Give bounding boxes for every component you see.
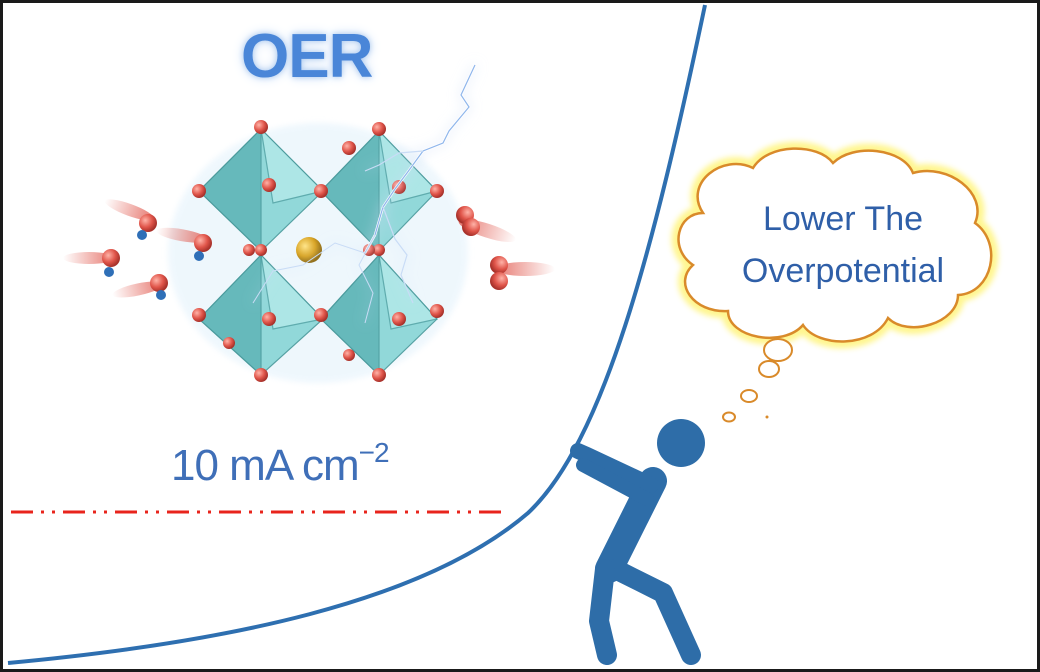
thought-line-2: Overpotential [741,252,945,290]
water-molecule-icon [63,199,212,300]
diagram-title: OER [241,22,373,91]
perovskite-structure-icon [168,120,468,383]
o2-molecule-icon [456,206,555,290]
current-density-exponent: −2 [358,437,390,468]
stick-figure-icon [570,419,705,665]
thought-line-1: Lower The [762,200,924,238]
diagram-canvas [7,4,999,665]
polarization-curve [7,4,707,665]
a-site-cation-icon [296,237,322,263]
lightning-icon [252,64,477,324]
thought-cloud-icon [671,141,999,423]
current-density-value: 10 mA cm [171,441,360,490]
current-density-label: 10 mA cm−2 [171,437,390,491]
thought-bubble-text: Lower The Overpotential [701,193,985,297]
